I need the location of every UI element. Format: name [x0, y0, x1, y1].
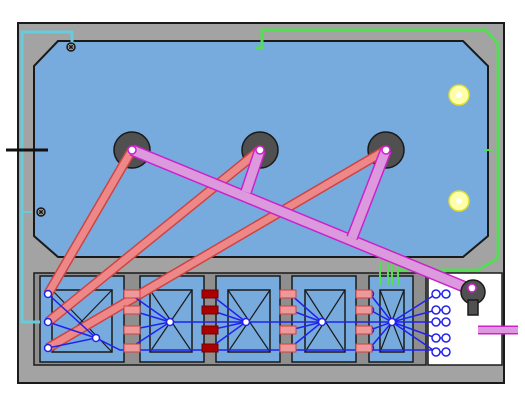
cell-3-frame [227, 289, 271, 353]
cell-4-frame [304, 289, 346, 353]
post-middle-hub [255, 145, 265, 155]
pump-icon[interactable] [460, 279, 486, 316]
cell-2-frame [149, 289, 193, 353]
post-right-hub [381, 145, 391, 155]
cog-icon[interactable] [66, 42, 76, 52]
lamp-icon [448, 190, 470, 212]
connector-plugs-dark[interactable] [201, 289, 219, 353]
red-pipes [43, 145, 389, 353]
green-wire [256, 28, 500, 272]
lamp-icon [448, 84, 470, 106]
cog-icon[interactable] [36, 207, 46, 217]
cyan-wire [20, 30, 74, 324]
post-left-hub [127, 145, 137, 155]
connector-plugs-light[interactable] [123, 289, 373, 353]
cell-5-frame [379, 289, 405, 353]
pink-pipes [129, 144, 518, 335]
